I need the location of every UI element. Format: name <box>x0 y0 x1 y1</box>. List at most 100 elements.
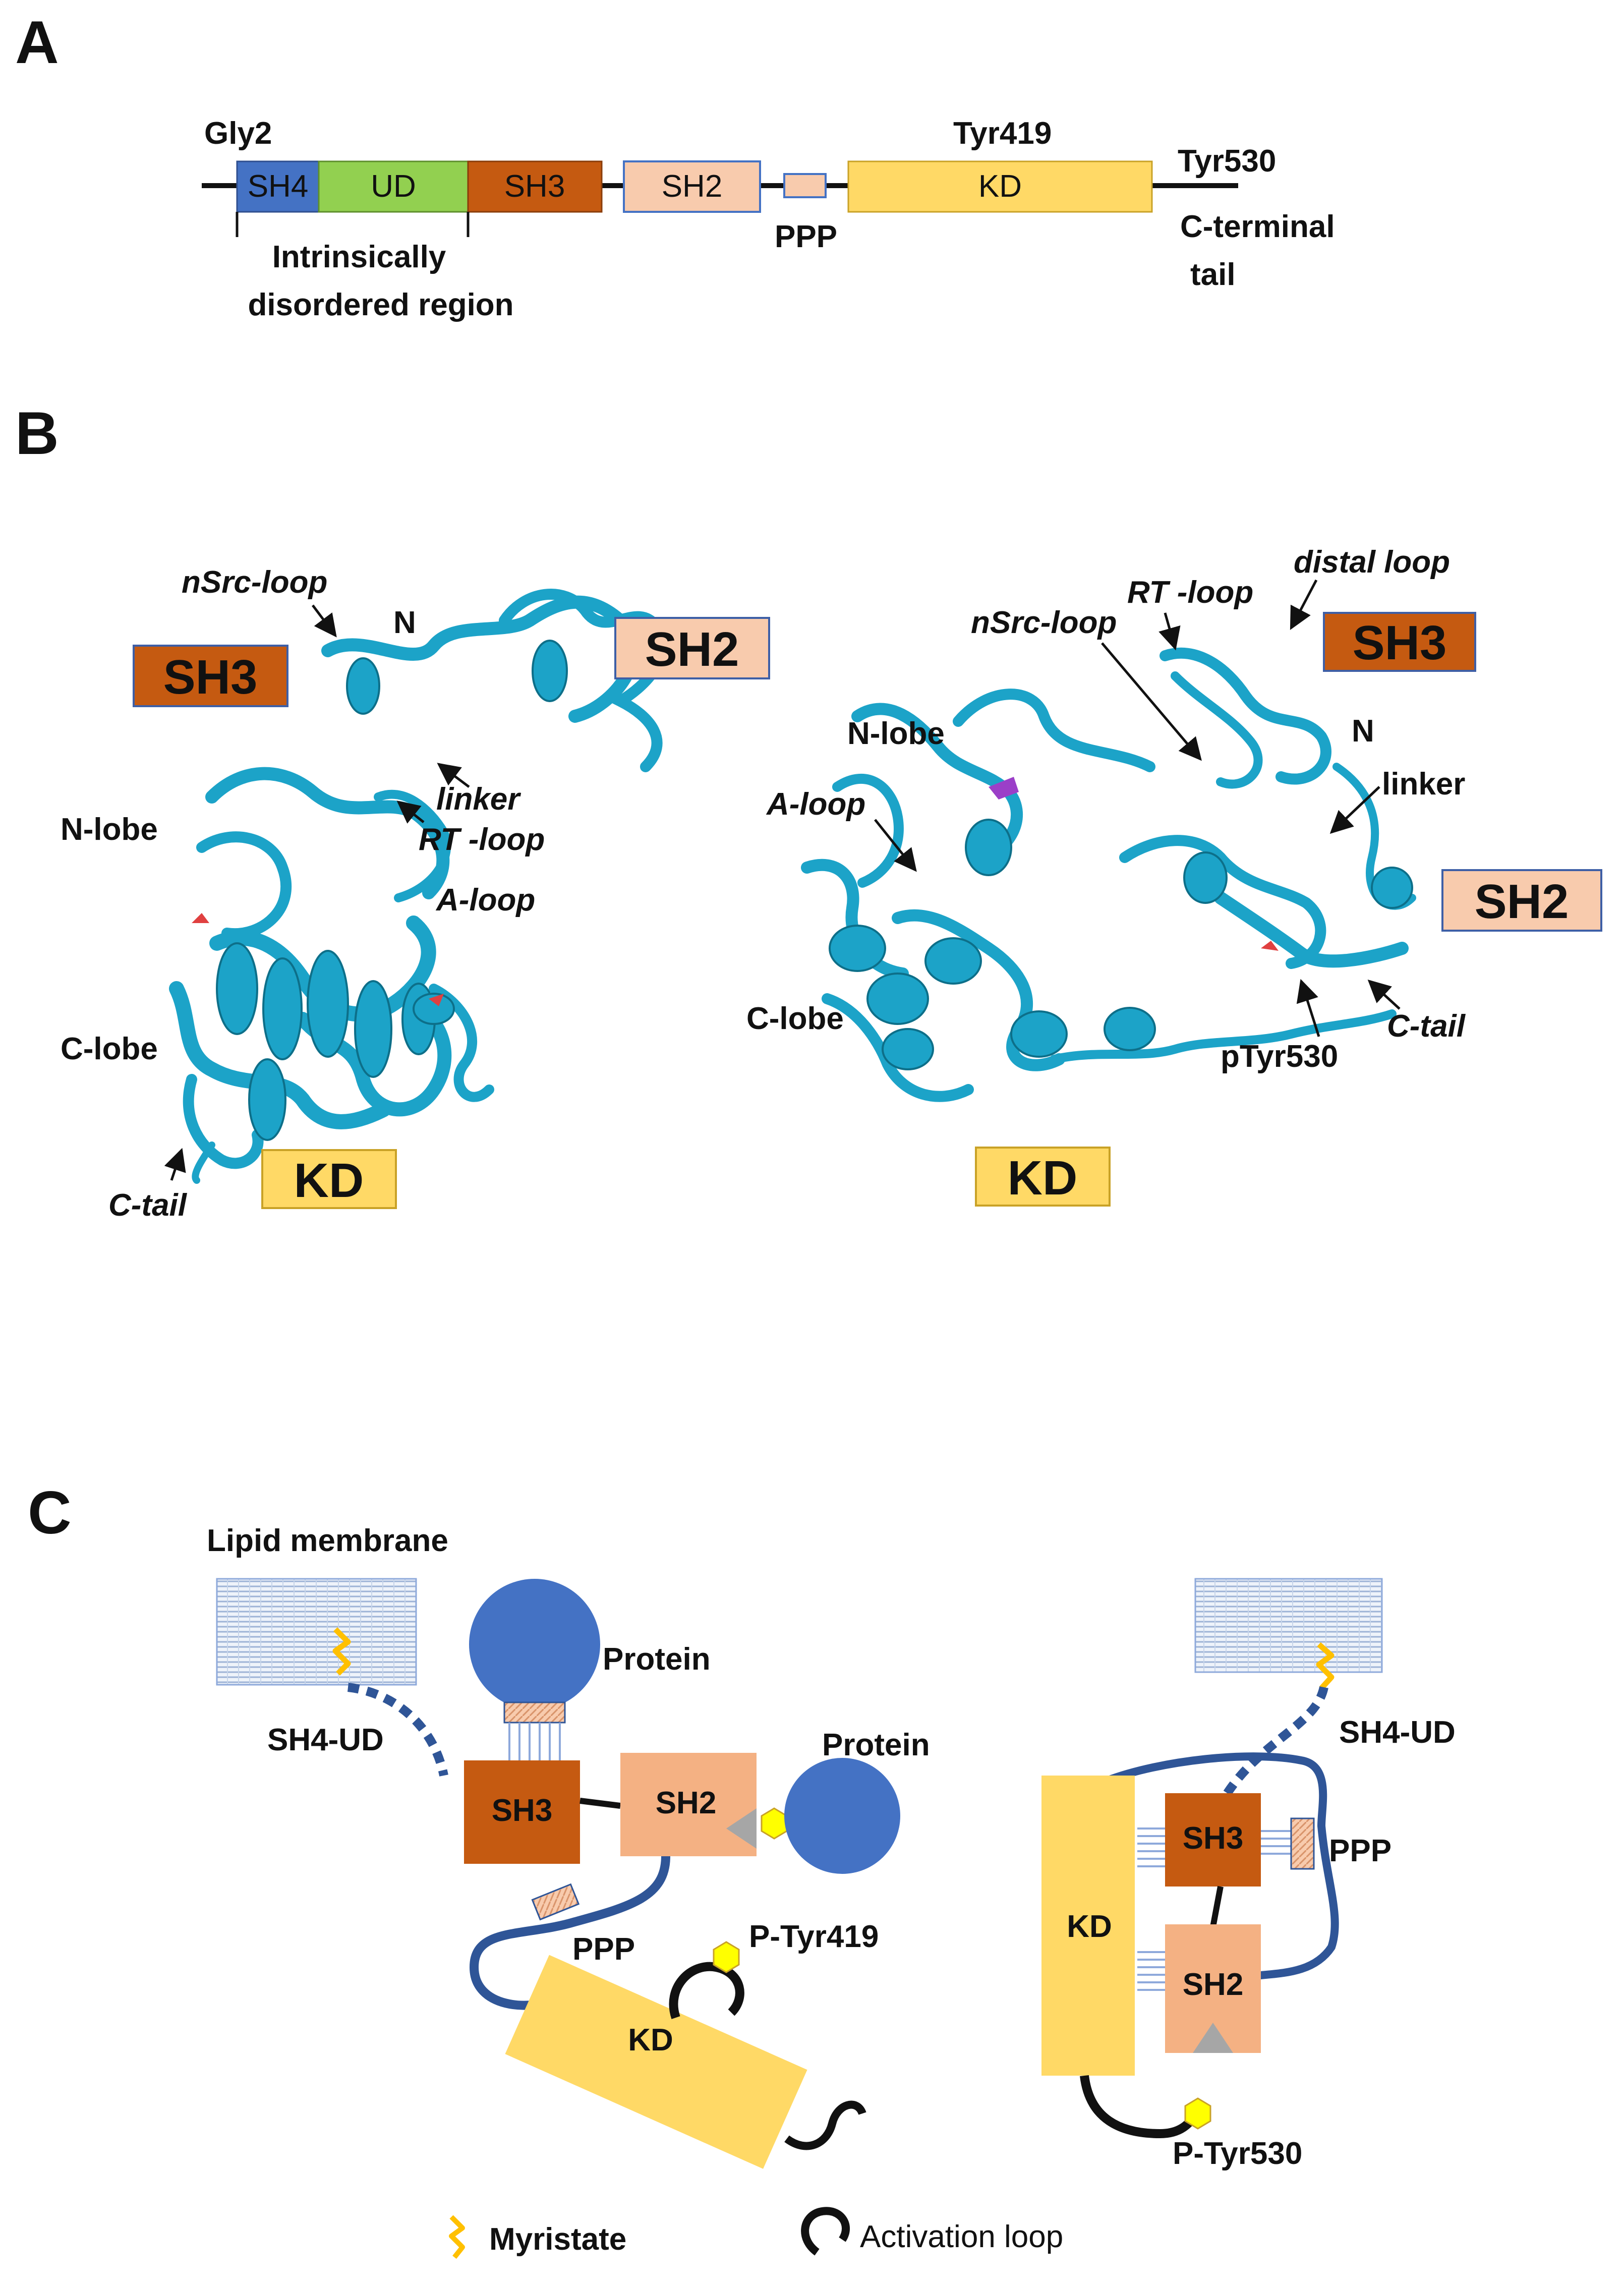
left-structure: SH3 SH2 KD nSrc-loop N N-lobe linker RT … <box>61 565 770 1223</box>
left-membrane <box>216 1578 417 1686</box>
left-sh4ud-linker <box>347 1683 448 1777</box>
legend-activation-loop-icon <box>801 2207 850 2256</box>
idr-bracket <box>236 212 470 237</box>
right-kd-tag-label: KD <box>1008 1151 1078 1205</box>
left-sh2-kd-linker <box>469 1856 670 2010</box>
left-activation-loop <box>669 1962 744 2019</box>
sh3-domain: SH3 <box>467 160 603 213</box>
right-inactive-model: SH4-UD KD SH3 PPP SH2 <box>1041 1578 1456 2171</box>
left-kd-block: KD <box>505 1955 807 2169</box>
left-sh3-block-label: SH3 <box>492 1793 553 1828</box>
right-aloop-arrow <box>874 819 917 872</box>
right-n-label: N <box>1352 714 1374 749</box>
tyr419-label: Tyr419 <box>953 116 1052 151</box>
panel-a: A Gly2 Tyr419 Tyr530 SH4 UD SH3 SH2 PPP … <box>15 9 1335 322</box>
left-linker-label: linker <box>436 782 521 817</box>
right-linker-label: linker <box>1382 767 1465 802</box>
right-ptyr-label: pTyr530 <box>1221 1039 1338 1074</box>
left-sh2-pocket <box>726 1808 757 1849</box>
right-distal-arrow <box>1290 579 1318 630</box>
left-nsrc-arrow <box>312 604 337 638</box>
panel-c-letter: C <box>28 1479 72 1547</box>
right-helices <box>829 819 1413 1070</box>
left-aloop-label: A-loop <box>435 883 535 918</box>
left-sh3-tag-label: SH3 <box>163 650 258 704</box>
left-protein-1-label: Protein <box>603 1642 711 1677</box>
right-clobe-label: C-lobe <box>746 1001 844 1036</box>
c-terminal-label-2: tail <box>1190 257 1236 292</box>
left-clobe-label: C-lobe <box>61 1032 158 1066</box>
sh4-domain: SH4 <box>236 160 320 213</box>
right-ptyr530-marker <box>1184 2097 1211 2130</box>
left-sh2-tag: SH2 <box>614 617 770 679</box>
left-rtloop-label: RT -loop <box>419 822 545 857</box>
right-ctail-label: C-tail <box>1387 1009 1466 1044</box>
left-active-model: SH4-UD Protein SH3 SH2 Protein PPP <box>216 1578 930 2169</box>
right-kd-sh3-contacts <box>1137 1827 1165 1867</box>
right-sh3-tag-label: SH3 <box>1353 616 1447 670</box>
left-protein-2-label: Protein <box>822 1728 930 1762</box>
right-sh2-block-label: SH2 <box>1183 1967 1244 2002</box>
kd-domain-label: KD <box>978 169 1022 204</box>
right-rtloop-label: RT -loop <box>1127 575 1253 610</box>
left-sh4ud-label: SH4-UD <box>267 1723 384 1757</box>
right-membrane <box>1194 1578 1383 1673</box>
legend-myristate-label: Myristate <box>489 2222 626 2257</box>
left-sh2-block-label: SH2 <box>656 1786 717 1820</box>
legend-myristate-icon <box>449 2215 465 2259</box>
left-sh2-block: SH2 <box>620 1753 757 1856</box>
right-sh2-tag: SH2 <box>1441 869 1602 932</box>
lipid-membrane-label: Lipid membrane <box>207 1523 448 1558</box>
ud-domain-label: UD <box>371 169 416 204</box>
left-n-label: N <box>393 605 416 640</box>
right-sh2-pocket <box>1193 2023 1233 2053</box>
panel-b: B <box>15 399 1602 1223</box>
right-nsrc-label: nSrc-loop <box>971 605 1117 640</box>
right-myristate-icon <box>1316 1642 1335 1690</box>
right-linker-arrow <box>1329 786 1380 834</box>
left-protein-1 <box>469 1579 600 1710</box>
left-kd-tag-label: KD <box>294 1154 364 1208</box>
left-ppp-label: PPP <box>572 1932 635 1967</box>
left-protein-2 <box>784 1758 900 1874</box>
legend: Myristate Activation loop <box>449 2207 1063 2259</box>
c-terminal-label-1: C-terminal <box>1180 209 1335 244</box>
right-kd-sh2-contacts <box>1137 1951 1165 1991</box>
panel-b-letter: B <box>15 399 59 467</box>
right-sh3-tag: SH3 <box>1323 612 1476 672</box>
ppp-motif <box>783 173 827 198</box>
right-ribbon <box>801 647 1416 1102</box>
legend-activation-loop-label: Activation loop <box>860 2219 1063 2254</box>
right-structure: SH3 SH2 KD distal loop RT -loop nSrc-loo… <box>746 545 1602 1207</box>
left-ctail <box>784 2100 866 2150</box>
right-ptyr530-label: P-Tyr530 <box>1173 2136 1302 2171</box>
idr-label-2: disordered region <box>248 288 513 322</box>
left-ptyr-on-protein <box>761 1807 788 1840</box>
right-sh4ud-linker <box>1222 1686 1328 1798</box>
right-aloop-label: A-loop <box>766 787 865 822</box>
right-rtloop-arrow <box>1158 612 1181 651</box>
left-rtloop-arrow <box>396 801 425 824</box>
left-ctail-label: C-tail <box>108 1188 188 1223</box>
idr-label-1: Intrinsically <box>272 240 446 274</box>
left-sh2-tag-label: SH2 <box>645 622 739 676</box>
right-sh4ud-label: SH4-UD <box>1339 1715 1456 1750</box>
panel-a-letter: A <box>15 9 59 76</box>
right-ligand <box>989 777 1019 799</box>
right-kd-block: KD <box>1041 1776 1135 2076</box>
right-ppp-label: PPP <box>1329 1834 1391 1868</box>
right-phospho-mark <box>1261 941 1279 951</box>
panel-c: C Lipid membrane SH4-UD Protein SH3 SH2 <box>28 1479 1456 2259</box>
sh2-domain: SH2 <box>623 160 761 213</box>
right-kd-block-label: KD <box>1067 1909 1112 1944</box>
gly2-label: Gly2 <box>204 116 272 151</box>
left-kd-tag: KD <box>261 1149 397 1209</box>
right-sh3-ppp-contacts <box>1261 1830 1291 1855</box>
right-sh2-tag-label: SH2 <box>1475 875 1569 929</box>
right-distal-label: distal loop <box>1294 545 1450 580</box>
left-helices <box>216 640 568 1141</box>
left-protein-1-ppp <box>503 1701 566 1724</box>
sh4-domain-label: SH4 <box>248 169 309 204</box>
right-kd-tag: KD <box>975 1147 1111 1207</box>
